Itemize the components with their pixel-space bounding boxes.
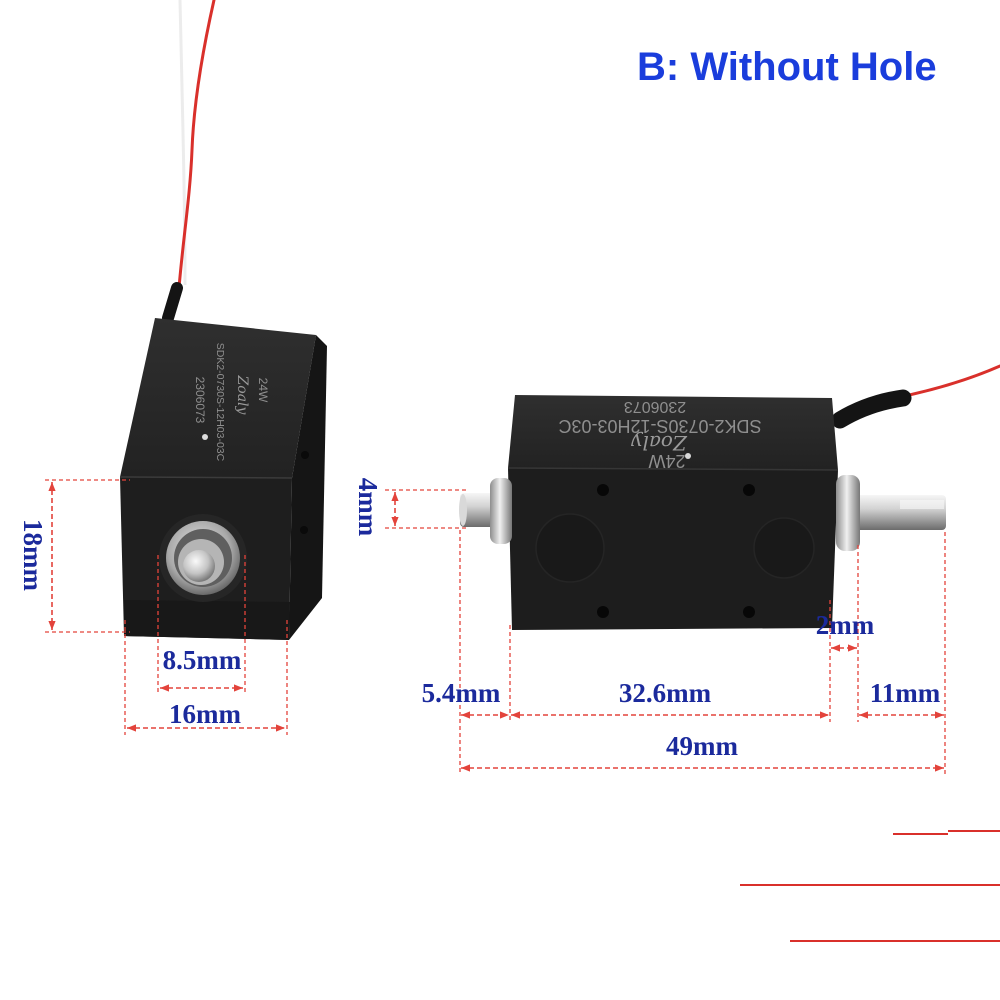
- side-view-front-face: [508, 468, 838, 630]
- side-view-marking-model: SDK2-0730S-12H03-03C: [558, 416, 761, 436]
- end-view-marker-dot: [202, 434, 208, 440]
- side-view-recess: [535, 513, 605, 583]
- end-view-dimensions: 18mm 8.5mm 16mm: [18, 479, 288, 735]
- collar-width-label: 2mm: [816, 610, 875, 640]
- plunger-diameter-label: 8.5mm: [163, 645, 242, 675]
- side-view-dimensions: 4mm 2mm 5.4mm 32.6mm 11mm 49mm: [353, 478, 946, 775]
- side-view-mount-hole: [743, 484, 755, 496]
- end-view-marking-date-code: 2306073: [193, 377, 207, 424]
- red-wire: [176, 0, 216, 302]
- side-view-solenoid: 2306073 SDK2-0730S-12H03-03C Zoaly 24W: [490, 395, 860, 630]
- right-collar: [836, 475, 860, 551]
- left-collar: [490, 478, 512, 544]
- left-shaft-label: 5.4mm: [422, 678, 501, 708]
- end-view-marking: 24W Zoaly SDK2-0730S-12H03-03C 2306073: [193, 343, 270, 462]
- side-view-wires: [831, 364, 1000, 429]
- heat-shrink-sleeve: [162, 282, 183, 324]
- end-view-marking-model: SDK2-0730S-12H03-03C: [214, 343, 226, 462]
- end-view-solenoid: 24W Zoaly SDK2-0730S-12H03-03C 2306073: [119, 318, 327, 640]
- side-view-marker-dot: [685, 453, 691, 459]
- right-shaft-flat: [900, 500, 944, 509]
- width-label: 16mm: [169, 699, 241, 729]
- end-view-wires: [162, 0, 216, 324]
- end-view-side-face: [289, 335, 327, 640]
- side-view-marking-brand: Zoaly: [631, 431, 688, 455]
- side-view-mount-hole: [597, 484, 609, 496]
- end-view-side-hole: [301, 451, 309, 459]
- shaft-diameter-label: 4mm: [353, 478, 383, 537]
- height-label: 18mm: [18, 519, 48, 591]
- side-view-mount-hole: [743, 606, 755, 618]
- variant-title: B: Without Hole: [637, 45, 937, 89]
- end-view-marking-power: 24W: [256, 378, 270, 403]
- white-wire: [178, 0, 187, 286]
- side-view-top-edge: [507, 467, 839, 471]
- side-view-marking-power: 24W: [648, 451, 685, 471]
- right-shaft-label: 11mm: [870, 678, 941, 708]
- plunger-shaft-end: [183, 550, 215, 582]
- heat-shrink-sleeve: [831, 389, 912, 429]
- end-view-top-face: [120, 318, 316, 478]
- side-view-marking-date-code: 2306073: [624, 398, 686, 415]
- side-view-recess: [753, 517, 815, 579]
- side-view-top-face: [508, 395, 838, 470]
- end-view-base-flange: [124, 600, 290, 640]
- body-length-label: 32.6mm: [619, 678, 712, 708]
- end-view-top-edge: [119, 476, 293, 479]
- side-view-mount-hole: [597, 606, 609, 618]
- left-shaft-end: [459, 494, 467, 526]
- red-wire: [893, 364, 1000, 400]
- total-length-label: 49mm: [666, 731, 738, 761]
- loose-wire-pieces: [740, 830, 1000, 942]
- end-view-marking-brand: Zoaly: [234, 375, 250, 416]
- side-view-marking: 2306073 SDK2-0730S-12H03-03C Zoaly 24W: [558, 398, 761, 471]
- end-view-side-hole: [300, 526, 308, 534]
- end-view-plunger: [159, 514, 247, 602]
